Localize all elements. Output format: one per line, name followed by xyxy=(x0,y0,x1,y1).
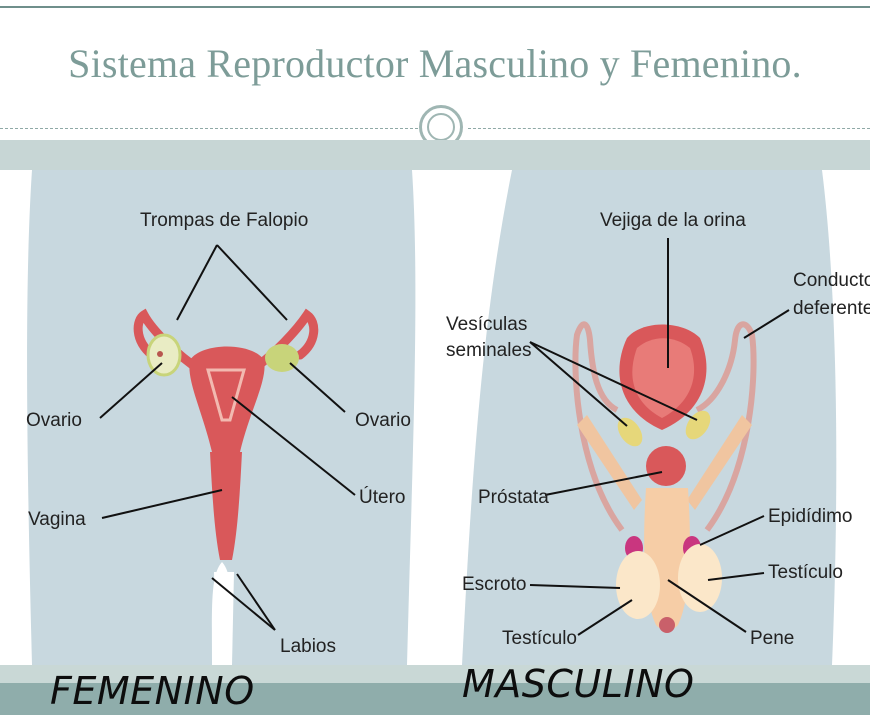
leader-pene xyxy=(667,579,747,633)
leader-vagina xyxy=(101,489,223,519)
title-divider-left xyxy=(0,128,418,129)
leader-conducto xyxy=(743,309,790,339)
label-trompas: Trompas de Falopio xyxy=(140,210,308,231)
slide-title: Sistema Reproductor Masculino y Femenino… xyxy=(68,41,802,86)
leader-labios-b xyxy=(236,573,276,631)
uterus-cavity xyxy=(206,368,246,422)
right-inguinal-tissue xyxy=(687,415,752,510)
leader-testiculo-left xyxy=(577,599,633,636)
leader-vesiculas-right xyxy=(529,341,698,421)
band-bottom xyxy=(0,683,870,715)
leader-vesiculas-left xyxy=(529,341,628,427)
vagina xyxy=(210,452,242,560)
title-divider-right xyxy=(468,128,870,129)
label-prostata: Próstata xyxy=(478,487,549,508)
female-leader-lines xyxy=(99,244,356,631)
leader-trompas-right xyxy=(216,244,288,321)
prostate xyxy=(646,446,686,486)
label-conducto-2: deferente xyxy=(793,298,870,319)
labia-area xyxy=(214,572,234,665)
left-seminal-vesicle xyxy=(617,417,643,447)
left-ovary xyxy=(146,333,182,377)
leader-labios-a xyxy=(211,577,276,631)
label-vejiga: Vejiga de la orina xyxy=(600,210,746,231)
leader-ovario-left xyxy=(99,362,163,419)
leader-utero xyxy=(231,396,356,496)
label-vesiculas-2: seminales xyxy=(446,340,532,361)
caption-femenino: FEMENINO xyxy=(50,669,255,713)
label-vagina: Vagina xyxy=(28,509,86,530)
label-testiculo-left: Testículo xyxy=(502,628,577,649)
circle-ornament-inner xyxy=(427,113,455,141)
leader-prostata xyxy=(544,471,663,496)
label-conducto-1: Conducto xyxy=(793,270,870,291)
band-mid xyxy=(0,665,870,683)
left-testicle xyxy=(616,551,660,619)
male-diagram: Vejiga de la orina Conducto deferente Ve… xyxy=(446,170,870,665)
right-ovary xyxy=(265,344,299,372)
label-pene: Pene xyxy=(750,628,794,649)
left-inguinal-tissue xyxy=(577,415,642,510)
leader-testiculo-right xyxy=(707,572,765,581)
male-diagram-panel: Vejiga de la orina Conducto deferente Ve… xyxy=(442,170,870,665)
caption-masculino: MASCULINO xyxy=(462,662,695,706)
label-utero: Útero xyxy=(359,486,405,508)
top-rule xyxy=(0,6,870,8)
glans xyxy=(659,617,675,633)
label-epididimo: Epidídimo xyxy=(768,506,853,527)
label-escroto: Escroto xyxy=(462,574,526,595)
label-vesiculas-1: Vesículas xyxy=(446,314,527,335)
female-diagram: Trompas de Falopio Ovario Ovario Útero V… xyxy=(26,170,416,665)
label-labios: Labios xyxy=(280,636,336,657)
right-vas-deferens xyxy=(695,321,757,532)
leader-epididimo xyxy=(699,515,765,546)
label-ovario-right: Ovario xyxy=(355,410,411,431)
left-ovary-follicle xyxy=(157,351,163,357)
band-top xyxy=(0,140,870,170)
male-leader-lines xyxy=(529,238,790,636)
leader-trompas-left xyxy=(176,244,218,321)
leader-ovario-right xyxy=(289,362,346,413)
label-testiculo-right: Testículo xyxy=(768,562,843,583)
label-ovario-left: Ovario xyxy=(26,410,82,431)
leader-escroto xyxy=(529,584,621,589)
female-diagram-panel: Trompas de Falopio Ovario Ovario Útero V… xyxy=(12,170,432,665)
left-vas-deferens xyxy=(572,321,625,532)
